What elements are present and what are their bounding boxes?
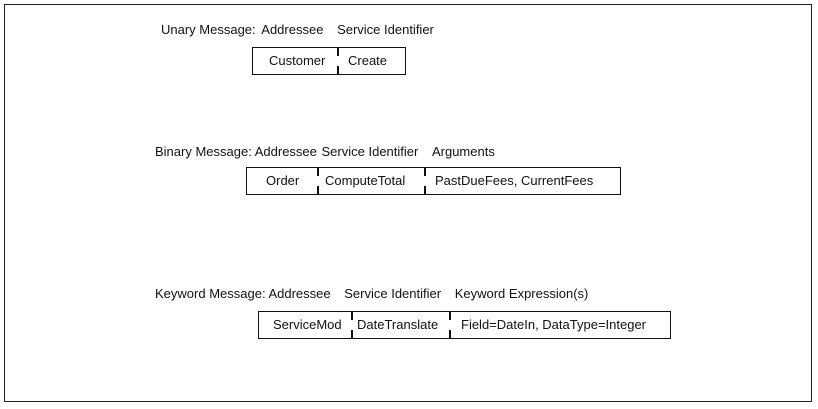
binary-header-addressee: Addressee [254, 144, 317, 159]
keyword-message-box: ServiceMod DateTranslate Field=DateIn, D… [258, 311, 671, 339]
binary-title: Binary Message: [155, 144, 252, 159]
keyword-service-cell: DateTranslate [351, 312, 449, 338]
unary-service-value: Create [348, 53, 388, 68]
unary-title: Unary Message: [161, 22, 256, 37]
binary-divider-2-bottom [424, 186, 426, 194]
binary-message-box: Order ComputeTotal PastDueFees, CurrentF… [246, 167, 621, 195]
unary-message-heading: Unary Message: Addressee Service Identif… [161, 22, 434, 38]
keyword-addressee-value: ServiceMod [273, 317, 342, 332]
keyword-divider-1-top [351, 312, 353, 320]
keyword-service-value: DateTranslate [357, 317, 439, 332]
unary-divider-bottom [337, 66, 339, 74]
unary-header-addressee: Addressee [261, 22, 324, 37]
keyword-header-service-identifier: Service Identifier [344, 286, 442, 301]
keyword-message-heading: Keyword Message: Addressee Service Ident… [155, 286, 588, 302]
unary-addressee-value: Customer [269, 53, 326, 68]
keyword-addressee-cell: ServiceMod [259, 312, 351, 338]
keyword-divider-1-bottom [351, 330, 353, 338]
keyword-header-addressee: Addressee [268, 286, 331, 301]
binary-header-arguments: Arguments [431, 144, 495, 159]
diagram-frame [4, 4, 812, 402]
unary-divider-top [337, 48, 339, 56]
unary-message-box: Customer Create [252, 47, 406, 75]
keyword-title: Keyword Message: [155, 286, 266, 301]
keyword-expressions-value: Field=DateIn, DataType=Integer [461, 317, 647, 332]
keyword-expressions-cell: Field=DateIn, DataType=Integer [449, 312, 669, 338]
keyword-divider-2-bottom [449, 330, 451, 338]
unary-addressee-cell: Customer [253, 48, 337, 74]
keyword-divider-2-top [449, 312, 451, 320]
binary-arguments-cell: PastDueFees, CurrentFees [424, 168, 619, 194]
unary-header-service-identifier: Service Identifier [337, 22, 434, 37]
binary-service-value: ComputeTotal [325, 173, 406, 188]
unary-service-cell: Create [337, 48, 404, 74]
binary-header-service-identifier: Service Identifier [321, 144, 419, 159]
binary-addressee-value: Order [266, 173, 300, 188]
binary-message-heading: Binary Message: Addressee Service Identi… [155, 144, 495, 160]
binary-divider-1-bottom [317, 186, 319, 194]
binary-addressee-cell: Order [247, 168, 317, 194]
binary-divider-2-top [424, 168, 426, 176]
binary-service-cell: ComputeTotal [317, 168, 424, 194]
binary-arguments-value: PastDueFees, CurrentFees [435, 173, 594, 188]
keyword-header-keyword-expressions: Keyword Expression(s) [454, 286, 589, 301]
binary-divider-1-top [317, 168, 319, 176]
